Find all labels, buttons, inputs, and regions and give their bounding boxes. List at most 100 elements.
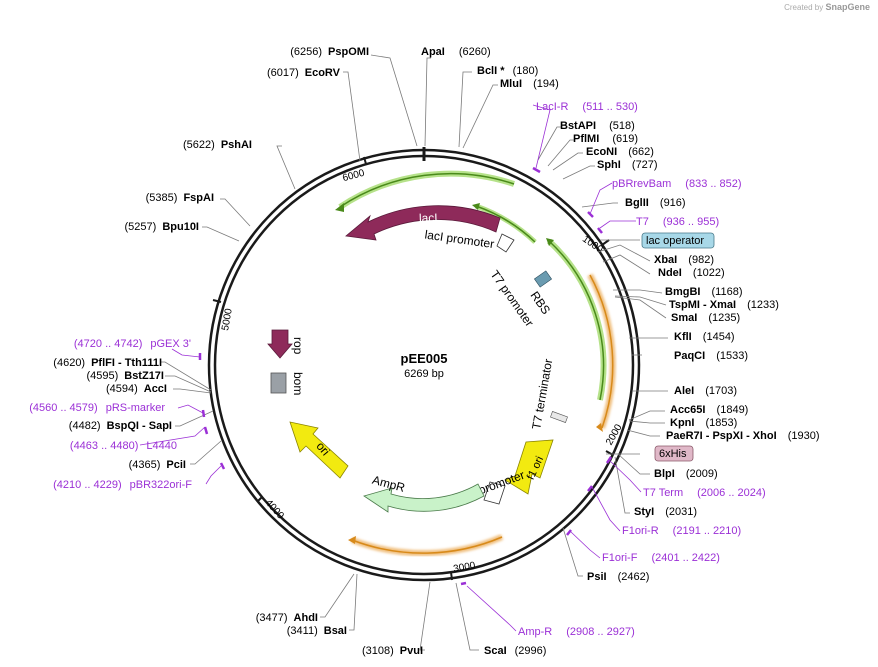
tick-label: 5000 <box>220 307 235 331</box>
site-bstapi: BstAPI (518) <box>560 120 635 132</box>
site-bglii: BglII (916) <box>625 197 686 209</box>
primer-laci-r: LacI-R(511 .. 530) <box>536 101 638 113</box>
site-paer7i-pspxi-xhoi: PaeR7I - PspXI - XhoI (1930) <box>666 430 820 442</box>
site-labels-right: BclI * (180) MluI (194) BstAPI (518) Pfl… <box>477 65 820 583</box>
laci-promoter-arrow <box>496 233 515 253</box>
site-bcli: BclI * (180) <box>477 65 538 77</box>
site-fspai: (5385)FspAI <box>146 192 214 204</box>
snapgene-logo: SnapGene <box>825 2 870 12</box>
green-arc-right <box>548 240 605 401</box>
snapgene-watermark: Created by SnapGene <box>784 2 870 12</box>
orange-arc-right-head <box>596 423 603 432</box>
primer-f1ori-f: F1ori-F(2401 .. 2422) <box>602 552 720 564</box>
primer-f1ori-r: F1ori-R(2191 .. 2210) <box>622 525 741 537</box>
site-apai: ApaI(6260) <box>421 46 491 58</box>
green-arc-right-head <box>546 238 554 246</box>
tick-label: 3000 <box>452 560 476 575</box>
orange-arc-right <box>589 274 614 429</box>
laci-arrow <box>345 205 501 241</box>
site-alei: AleI (1703) <box>674 385 737 397</box>
orange-arc-bottom <box>351 536 503 554</box>
t7-promoter-feature: T7 promoter RBS <box>488 268 554 330</box>
f1-ori-feature: f1 ori <box>504 439 554 495</box>
watermark-prefix: Created by <box>784 3 824 12</box>
tick-1000: 1000 <box>580 234 610 256</box>
site-acc65i: Acc65I (1849) <box>670 404 748 416</box>
green-arc-mid-head <box>472 203 480 210</box>
site-econi: EcoNI (662) <box>586 146 654 158</box>
6xhis-box: 6xHis <box>654 445 694 462</box>
site-xbai: XbaI (982) <box>654 254 714 266</box>
site-pspomi: (6256)PspOMI <box>290 46 369 58</box>
ampr-arrow <box>363 483 485 513</box>
rop-label: rop <box>291 337 305 355</box>
plasmid-length: 6269 bp <box>404 368 444 380</box>
t7-terminator-block <box>550 411 568 423</box>
primer-pgex3: (4720 .. 4742)pGEX 3' <box>74 338 191 350</box>
site-bstz17i: (4595)BstZ17I <box>86 370 164 382</box>
ampr-promoter-arrow <box>483 481 506 505</box>
site-ndei: NdeI (1022) <box>658 267 725 279</box>
rop-arrow <box>267 329 293 359</box>
site-pflmi: PflMI (619) <box>573 133 638 145</box>
laci-promoter-label: lacI promoter <box>424 227 495 251</box>
f1-ori-arrow <box>504 439 554 495</box>
site-acci: (4594)AccI <box>106 383 167 395</box>
site-paqci: PaqCI (1533) <box>674 350 748 362</box>
site-sphi: SphI (727) <box>597 159 658 171</box>
site-pcii: (4365)PciI <box>129 459 186 471</box>
primer-labels: LacI-R(511 .. 530) pBRrevBam(833 .. 852)… <box>29 101 765 638</box>
primer-marks <box>198 166 613 586</box>
t7-promoter-block <box>533 270 553 288</box>
green-arc-mid <box>475 205 536 243</box>
primer-pbr322ori-f: (4210 .. 4229)pBR322ori-F <box>53 479 192 491</box>
lac-operator-box: lac operator <box>641 232 715 249</box>
ori-arrow <box>289 421 349 479</box>
site-pvui: (3108)PvuI <box>362 645 423 657</box>
site-blpi: BlpI (2009) <box>654 468 718 480</box>
site-styi: StyI (2031) <box>634 506 697 518</box>
site-kfli: KflI (1454) <box>674 331 735 343</box>
green-arc-top <box>339 172 515 208</box>
tick-5000: 5000 <box>212 299 235 332</box>
primer-l4440: (4463 .. 4480)L4440 <box>70 440 177 452</box>
primer-t7: T7(936 .. 955) <box>636 216 719 228</box>
feature-arcs <box>335 170 616 557</box>
primer-amp-r: Amp-R(2908 .. 2927) <box>518 626 635 638</box>
primer-prs-marker: (4560 .. 4579)pRS-marker <box>29 402 165 414</box>
bom-label: bom <box>291 372 305 395</box>
green-arc-top-head <box>335 203 344 212</box>
plasmid-name: pEE005 <box>401 351 448 366</box>
tick-3000: 3000 <box>450 560 477 581</box>
ampr-feature: AmpR promoter AmpR <box>363 468 526 513</box>
site-ahdi: (3477)AhdI <box>256 612 318 624</box>
site-tspmi-xmai: TspMI - XmaI (1233) <box>669 299 779 311</box>
site-bspqi-sapi: (4482)BspQI - SapI <box>69 420 172 432</box>
site-bsai: (3411)BsaI <box>287 625 347 637</box>
6xhis-label: 6xHis <box>659 448 687 460</box>
site-ecorv: (6017)EcoRV <box>267 67 341 79</box>
site-bmgbi: BmgBI (1168) <box>665 286 743 298</box>
t7-terminator-feature: T7 terminator <box>529 358 568 431</box>
primer-pbrrevbam: pBRrevBam(833 .. 852) <box>612 178 742 190</box>
green-arc-right-glow <box>546 238 607 401</box>
site-pshai: (5622)PshAI <box>183 139 252 151</box>
site-labels-left: (6256)PspOMI ApaI(6260) (6017)EcoRV (562… <box>53 46 546 657</box>
primer-connectors <box>139 104 642 632</box>
bom-block <box>270 372 287 394</box>
ori-feature: ori <box>289 421 349 479</box>
site-mlui: MluI (194) <box>500 78 559 90</box>
site-bpu10i: (5257)Bpu10I <box>125 221 199 233</box>
site-psii: PsiI (2462) <box>587 571 649 583</box>
orange-arc-bottom-head <box>348 536 356 544</box>
connector-lines <box>160 54 668 651</box>
site-pflfi-tth111i: (4620)PflFI - Tth111I <box>53 357 162 369</box>
lac-operator-label: lac operator <box>646 235 704 247</box>
tick-label: 6000 <box>341 168 366 184</box>
site-kpni: KpnI (1853) <box>670 417 737 429</box>
site-scai: ScaI(2996) <box>484 645 546 657</box>
laci-label: lacI <box>419 211 438 226</box>
t7-terminator-label: T7 terminator <box>529 358 555 431</box>
site-smai: SmaI (1235) <box>671 312 740 324</box>
